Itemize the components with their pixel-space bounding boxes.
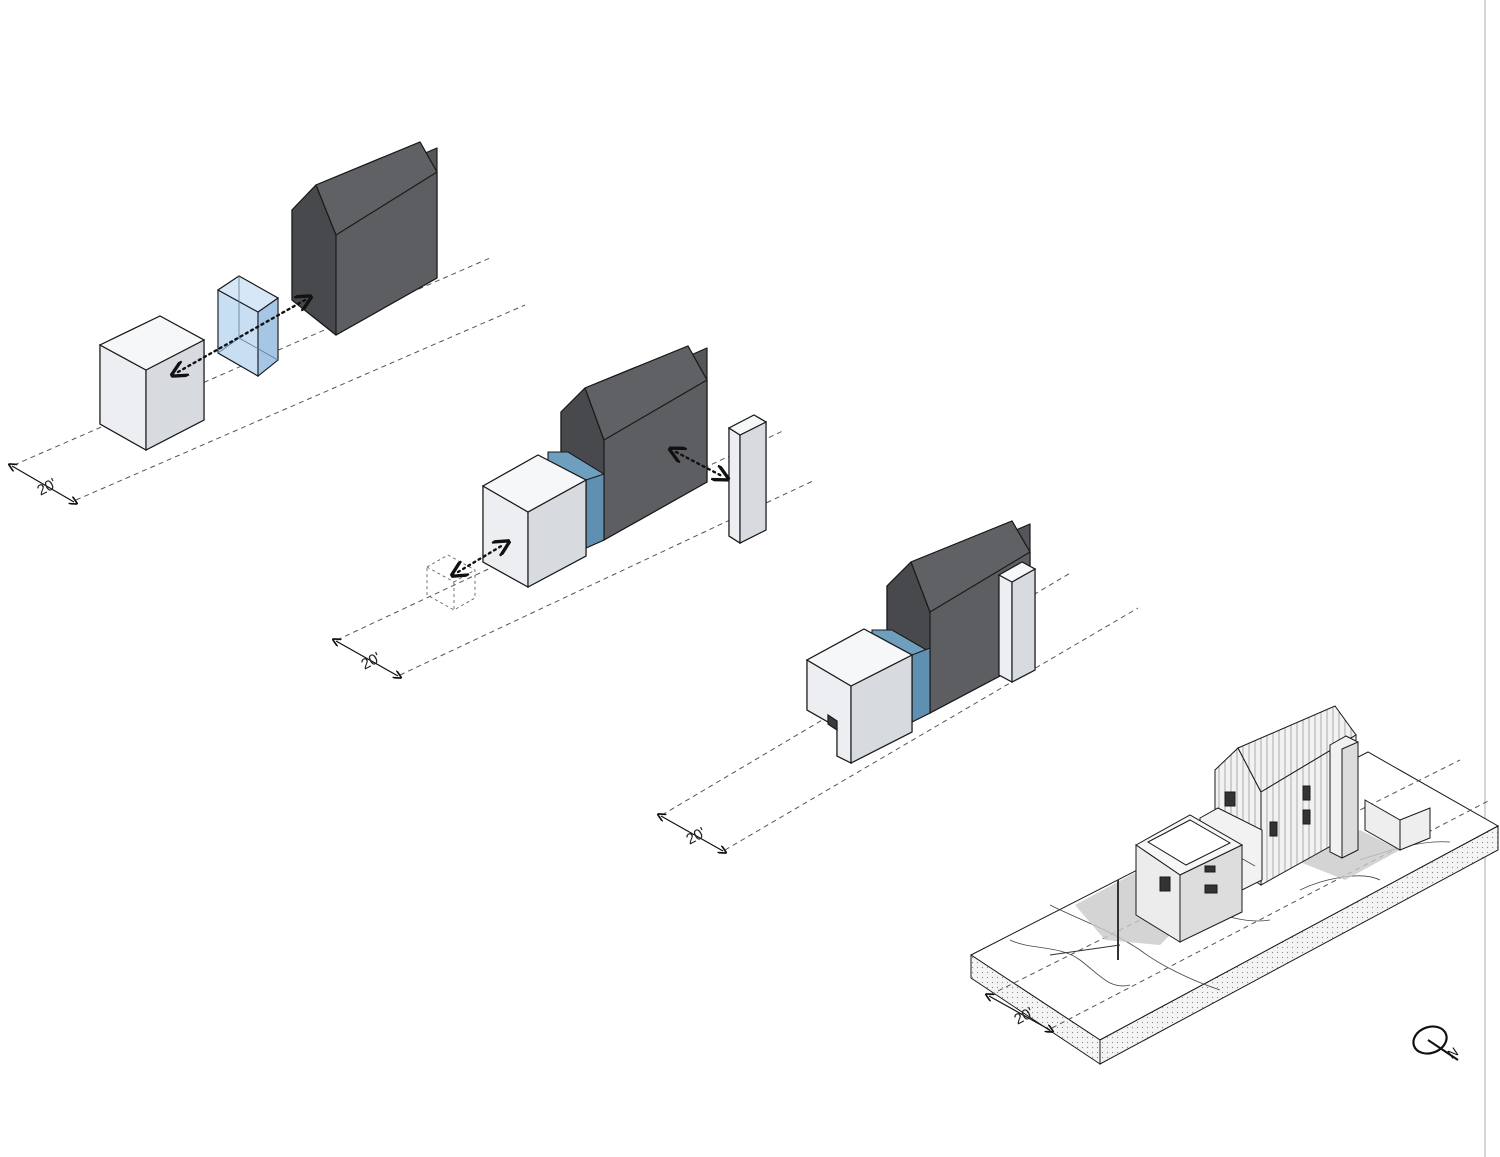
dimension-20ft: 20' [336,641,398,676]
north-label: N [1445,1044,1461,1062]
move-arrow-icon [178,300,305,372]
move-arrow-icon [458,452,722,572]
ghost-volume [426,554,476,611]
house-box-volume [1135,814,1244,943]
slab-volume [997,561,1037,684]
glass-link-volume [216,275,280,378]
step-1-diagram: 20' [12,141,526,502]
gabled-volume [291,141,438,336]
dimension-label: 20' [683,824,708,848]
house-slab-volume [1329,735,1359,859]
north-arrow-icon: N [1412,1025,1461,1062]
step-2-diagram: 20' [336,345,816,676]
retaining-wall [1364,799,1431,851]
dimension-label: 20' [34,475,59,499]
dimension-label: 20' [358,649,383,673]
step-3-diagram: 20' [661,520,1139,851]
box-volume [481,454,588,589]
dimension-20ft: 20' [661,816,723,851]
box-volume [98,315,206,452]
dimension-20ft: 20' [12,466,74,502]
box-volume [805,628,914,764]
page-edge-rule [1484,0,1486,1157]
site-pole [1049,880,1121,960]
slab-volume [727,414,768,545]
step-4-diagram: 20' [970,705,1500,1065]
